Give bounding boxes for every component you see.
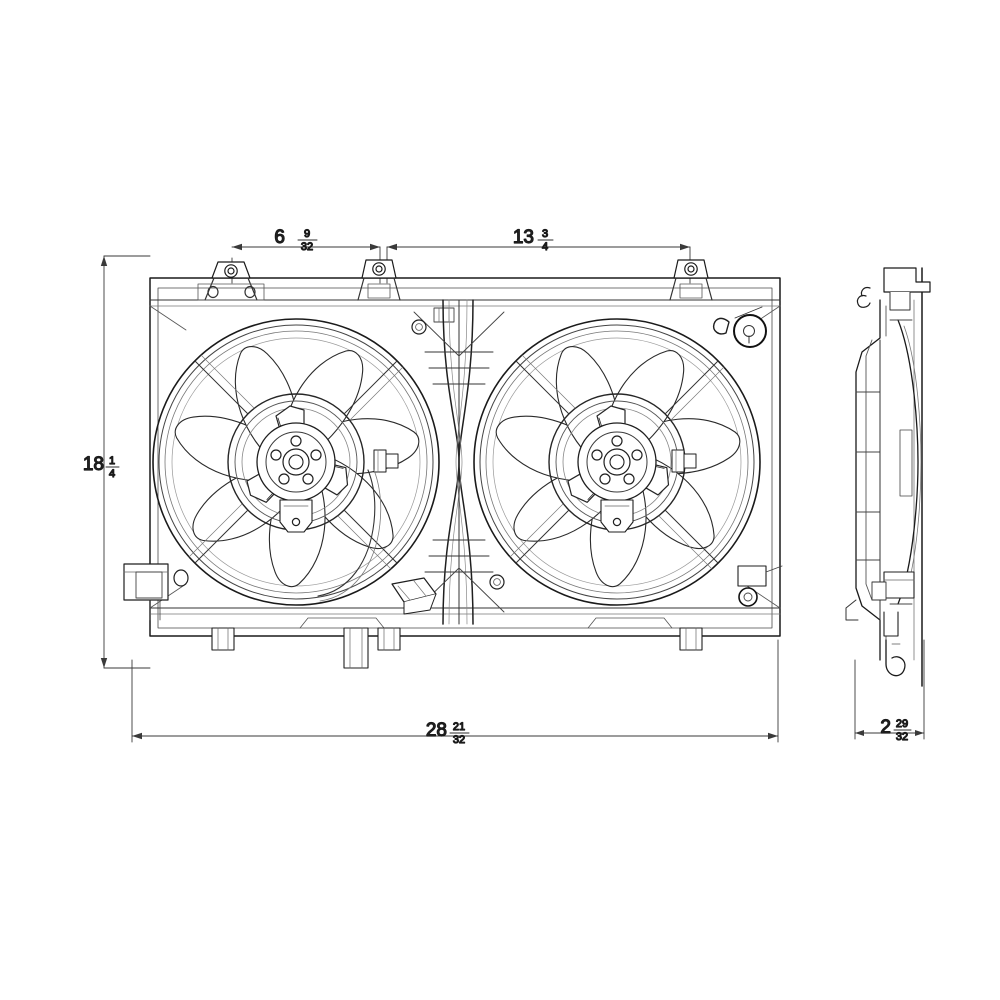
frame-holes — [207, 285, 256, 299]
dimension-labels: 6 9 32 13 3 4 18 1 4 28 21 32 2 29 32 — [82, 226, 912, 747]
center-divider — [411, 299, 505, 625]
dim-top-left-den: 32 — [301, 241, 313, 253]
side-mount-lug-left — [123, 563, 189, 621]
left-fan-assembly — [152, 318, 440, 606]
left-fan-connector — [373, 449, 399, 473]
dim-width-num: 21 — [453, 721, 465, 733]
wire-connector-block — [391, 577, 437, 615]
side-bottom-hook — [883, 611, 906, 677]
dim-top-right-whole: 13 — [513, 227, 534, 248]
detail-callout-circle — [712, 306, 767, 348]
dim-depth-whole: 2 — [880, 717, 891, 738]
side-mid-mount — [871, 571, 915, 601]
dim-top-right-den: 4 — [542, 241, 548, 253]
mounting-bracket-center — [357, 259, 401, 301]
dim-height-whole: 18 — [83, 454, 104, 475]
motor-hub — [577, 422, 657, 502]
dim-top-left-num: 9 — [304, 228, 310, 240]
dim-depth-num: 29 — [896, 718, 908, 730]
dim-depth-den: 32 — [896, 731, 908, 743]
dim-top-right-num: 3 — [542, 228, 548, 240]
dim-width-whole: 28 — [426, 720, 447, 741]
mounting-bracket-left — [197, 261, 265, 301]
dim-top-left-whole: 6 — [274, 227, 285, 248]
dim-height-den: 4 — [109, 468, 115, 480]
motor-hub — [256, 422, 336, 502]
mounting-bracket-right — [669, 259, 713, 301]
right-fan-connector — [671, 449, 697, 473]
dim-width-den: 32 — [453, 734, 465, 746]
side-view — [845, 267, 931, 687]
front-view — [123, 259, 783, 669]
motor-mount-tab-left — [279, 499, 313, 533]
dim-height-num: 1 — [109, 455, 115, 467]
right-fan-assembly — [473, 318, 761, 606]
side-mount-lug-right — [737, 565, 783, 607]
bottom-mount-pins — [211, 627, 703, 669]
motor-mount-tab-right — [600, 499, 634, 533]
